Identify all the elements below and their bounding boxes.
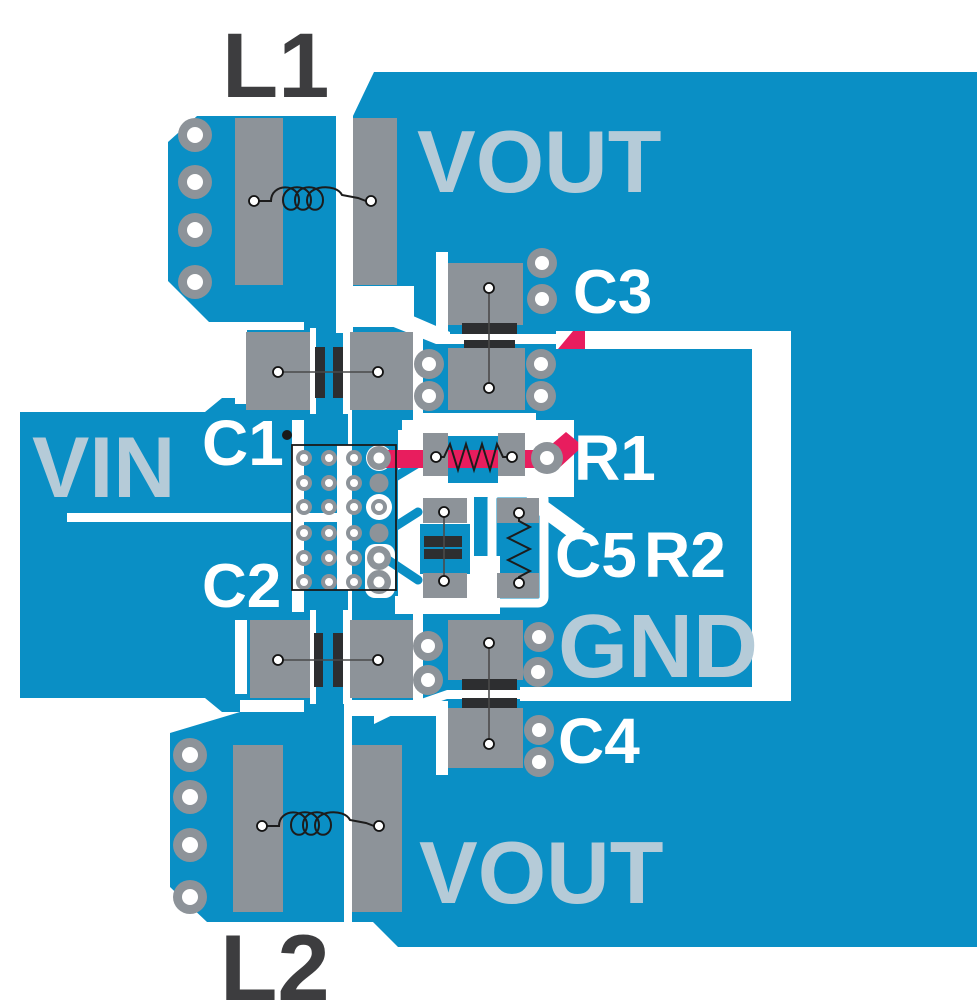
c4-pad-top [448, 620, 523, 680]
label-c1: C1 [202, 407, 284, 479]
ic-inner-channel [337, 445, 352, 590]
trace-slot-c3-narrow [436, 334, 563, 344]
trace-slot-right [752, 331, 791, 701]
via [527, 248, 557, 278]
via [178, 165, 212, 199]
c5-bar-1 [424, 536, 462, 547]
l1-inductor-symbol [259, 186, 367, 211]
vin-split-slot [67, 513, 352, 522]
via [526, 381, 556, 411]
ic-courtyard-outline [291, 444, 397, 591]
via [173, 828, 207, 862]
via [527, 284, 557, 314]
via [173, 880, 207, 914]
r2-clearance [487, 488, 549, 608]
c4-pad-bottom [448, 708, 523, 768]
label-gnd: GND [558, 597, 758, 697]
label-c5: C5 [555, 519, 637, 591]
via [524, 747, 554, 777]
via [414, 381, 444, 411]
symbol-layer [248, 186, 533, 836]
via [524, 715, 554, 745]
trace-slot-top [556, 331, 791, 349]
via [178, 213, 212, 247]
gap-c3-left [436, 252, 448, 332]
via [178, 265, 212, 299]
label-vout-bottom: VOUT [419, 823, 663, 922]
c1-bar-gap-right [343, 328, 351, 414]
ic-trace-2 [380, 507, 423, 538]
via [173, 780, 207, 814]
label-r2: R2 [644, 519, 726, 591]
c2-pad-left-gap [235, 620, 247, 694]
trace-slot-bottom [520, 687, 791, 701]
label-c2: C2 [202, 552, 281, 621]
r1-trace-lower [448, 467, 498, 483]
c4-left-gap [436, 701, 448, 775]
ic-ball-grid [291, 444, 397, 594]
label-vout-top: VOUT [417, 112, 661, 211]
via [178, 118, 212, 152]
gap-l1-vout [336, 55, 353, 333]
c1-pin1-dot [282, 430, 292, 440]
c2-bar-gap-left [310, 610, 316, 704]
label-vin: VIN [32, 420, 175, 516]
c3-highlight-elbow [558, 331, 585, 349]
l2-inductor-symbol [267, 811, 375, 836]
ic-trace-3 [380, 553, 423, 585]
via [526, 349, 556, 379]
c1-pad-left-gap [235, 330, 247, 404]
r1-via [531, 442, 563, 474]
label-layer: L1 L2 VOUT VIN GND VOUT C1 C2 C3 C4 C5 R… [32, 15, 758, 1007]
pad-layer [233, 118, 539, 912]
label-l1: L1 [222, 15, 329, 117]
via [524, 622, 554, 652]
gap-below-c2-pad [344, 700, 440, 716]
via [173, 738, 207, 772]
via [414, 349, 444, 379]
c5-bar-2 [424, 549, 462, 559]
r1-resistor-symbol [436, 440, 512, 474]
via [413, 665, 443, 695]
c2-bar-gap-right [343, 610, 351, 704]
via [413, 631, 443, 661]
label-r1: R1 [574, 422, 656, 494]
gap-below-c5 [395, 596, 500, 614]
r2-resistor-symbol [505, 513, 533, 583]
c1-bar-gap-left [310, 328, 316, 414]
c3-pad-bottom [448, 348, 525, 410]
label-c4: C4 [558, 705, 640, 777]
label-c3: C3 [573, 258, 652, 327]
c3-pad-top [448, 263, 523, 325]
r1-trace-upper [448, 436, 498, 451]
label-l2: L2 [220, 915, 330, 1007]
via [523, 657, 553, 687]
